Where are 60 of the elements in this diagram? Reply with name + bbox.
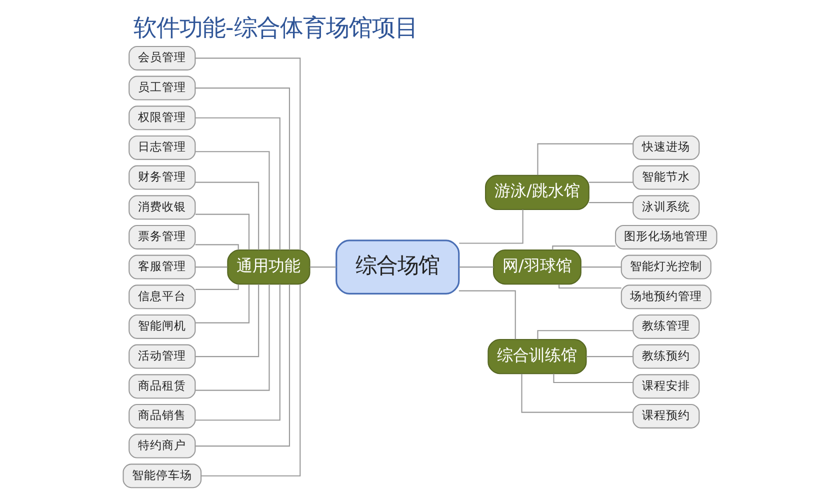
node-box: 会员管理 [128,46,196,70]
connector [588,182,633,183]
connector [201,284,301,476]
node-box: 快速进场 [632,135,700,160]
node-box: 智能灯光控制 [620,254,712,280]
connector [195,151,270,250]
node-box: 权限管理 [128,106,196,130]
connector [195,266,228,268]
node-box: 智能闸机 [128,314,196,339]
node-box: 票务管理 [128,224,196,250]
connector [586,356,633,358]
node-box: 商品租赁 [128,374,196,399]
node-box: 商品销售 [128,404,196,428]
node-box: 教练管理 [632,314,700,339]
node-box: 综合训练馆 [488,338,587,374]
node-box: 日志管理 [128,135,196,160]
connector [537,330,634,340]
node-box: 教练预约 [632,344,700,369]
node-box: 课程预约 [632,404,700,428]
connector [195,244,239,250]
node-box: 综合场馆 [336,240,460,294]
connector [458,290,516,340]
node-box: 客服管理 [128,254,196,280]
connector [558,284,622,289]
connector [310,266,336,268]
node-box: 员工管理 [128,76,196,100]
node-box: 图形化场地管理 [614,224,718,250]
connector [459,266,494,268]
connector [195,284,270,391]
connector [552,246,616,250]
connector [195,284,250,324]
node-box: 场地预约管理 [620,284,712,310]
connector [537,143,634,176]
connector [195,284,280,421]
node-box: 网/羽球馆 [492,249,582,285]
connector [195,284,260,358]
connector [195,182,260,250]
connector [553,374,633,383]
connector [195,284,239,290]
node-box: 活动管理 [128,344,196,369]
node-box: 游泳/跳水馆 [485,174,590,210]
connector [195,284,290,447]
node-box: 信息平台 [128,284,196,310]
connector [195,214,250,250]
node-box: 消费收银 [128,195,196,220]
node-box: 通用功能 [227,249,310,285]
node-box: 泳训系统 [632,195,700,220]
connector [588,202,633,204]
connector [195,117,280,250]
connector [459,210,524,244]
node-box: 智能节水 [632,165,700,190]
diagram-title: 软件功能-综合体育场馆项目 [133,13,418,42]
node-box: 智能停车场 [122,464,202,488]
connector [195,58,301,250]
node-box: 特约商户 [128,434,196,458]
node-box: 课程安排 [632,374,700,399]
connector [195,88,290,250]
connector [581,266,621,268]
node-box: 财务管理 [128,165,196,190]
connector [521,374,633,413]
